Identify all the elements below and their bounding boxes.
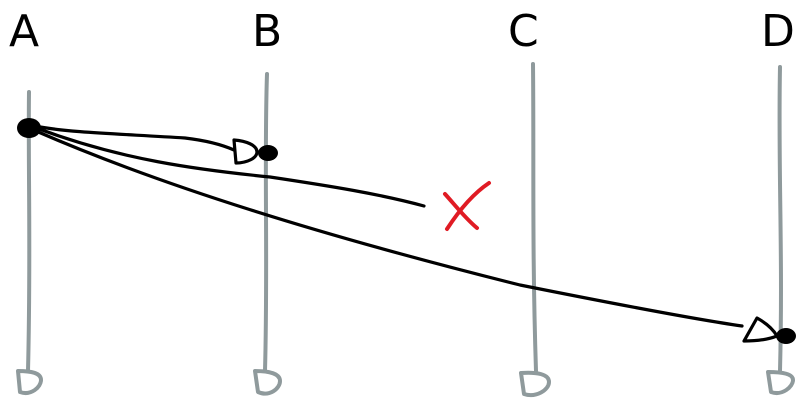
- lifeline-end-marker-a: [16, 369, 43, 395]
- lifeline-end-marker-b: [253, 369, 282, 396]
- lifeline-end-marker-d: [766, 370, 795, 395]
- message-a-to-b-arrowhead: [232, 138, 259, 165]
- lifeline-b: [263, 72, 269, 373]
- lifeline-end-marker-c: [519, 370, 551, 397]
- message-a-to-c-lost: [32, 125, 426, 208]
- receive-dot-b: [258, 145, 278, 161]
- node-label-d: D: [761, 6, 795, 57]
- receive-dot-d: [776, 328, 796, 344]
- lifeline-d: [777, 65, 783, 373]
- message-a-to-b: [33, 124, 236, 152]
- node-label-a: A: [9, 6, 40, 57]
- node-label-b: B: [252, 6, 283, 57]
- lifeline-c: [531, 62, 538, 373]
- send-dot-a: [17, 118, 41, 138]
- failure-x-stroke-2: [445, 181, 491, 231]
- message-a-to-d: [34, 129, 744, 328]
- message-a-to-d-arrowhead: [742, 316, 779, 343]
- node-label-c: C: [508, 6, 539, 57]
